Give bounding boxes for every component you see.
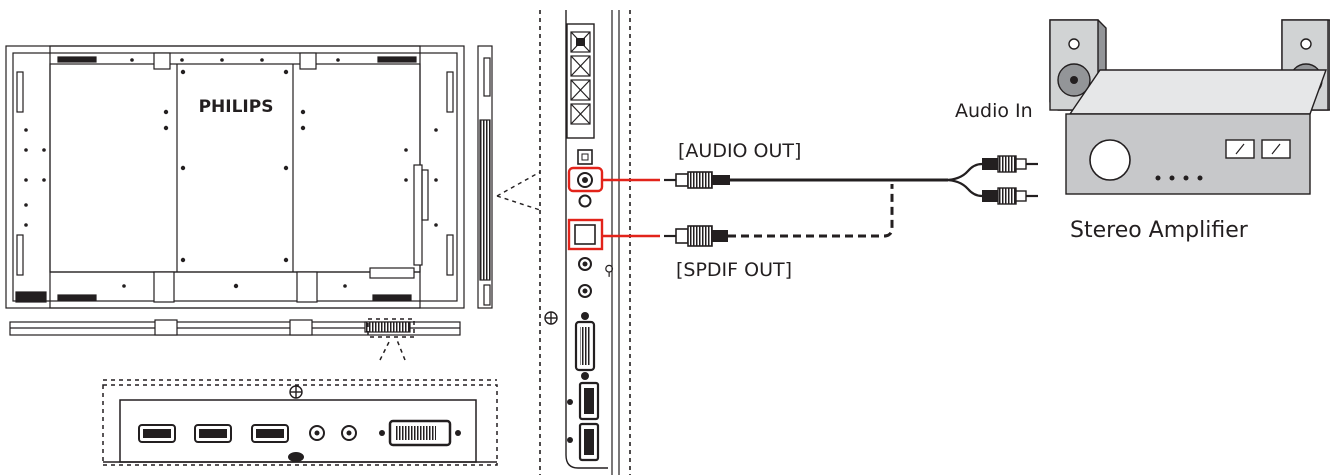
displayport-icon: [567, 381, 600, 421]
svg-text:⚲: ⚲: [604, 263, 614, 279]
zoom-callout-side: [496, 171, 541, 211]
optical-plug-icon: [664, 225, 728, 247]
ground-symbol-icon: [289, 385, 303, 399]
philips-logo: PHILIPS: [199, 97, 274, 117]
hdmi-port-icon: [251, 424, 289, 443]
vga-port-icon: [574, 312, 596, 380]
spdif-out-label: [SPDIF OUT]: [676, 259, 792, 281]
displayport-icon: [567, 422, 600, 462]
dvi-port-icon: [388, 419, 452, 447]
zoom-callout-bottom: [367, 318, 415, 361]
audio-out-label: [AUDIO OUT]: [678, 140, 801, 162]
rca-plug-icon: [982, 187, 1038, 205]
audio-in-label: Audio In: [955, 100, 1033, 122]
display-back-view: [5, 45, 465, 309]
amplifier-icon: [1065, 69, 1327, 195]
hdmi-port-icon: [138, 424, 176, 443]
ground-symbol-icon: [544, 311, 558, 325]
side-connector-panel: ⚲: [539, 10, 631, 475]
rca-plug-icon: [982, 155, 1038, 173]
rca-plug-icon: [664, 171, 730, 189]
hdmi-port-icon: [194, 424, 232, 443]
bottom-connector-panel: [102, 379, 498, 466]
stereo-amplifier-label: Stereo Amplifier: [1070, 218, 1249, 243]
display-side-view: [477, 45, 493, 309]
display-bottom-view: [9, 319, 461, 336]
